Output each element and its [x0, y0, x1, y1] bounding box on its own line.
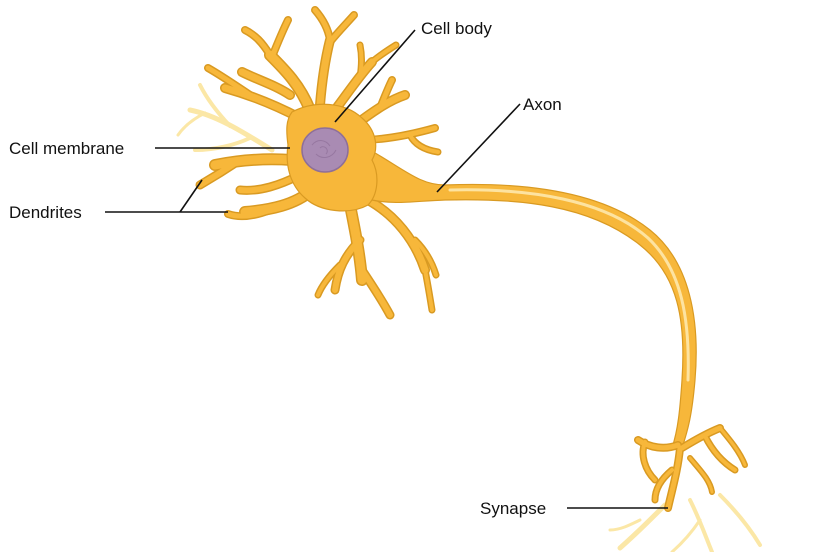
dendrite-branches	[195, 6, 442, 320]
faint-background-branches-synapse	[608, 493, 762, 552]
label-cell-membrane: Cell membrane	[9, 139, 125, 158]
label-dendrites: Dendrites	[9, 203, 82, 222]
label-cell-body: Cell body	[421, 19, 492, 38]
faint-background-branches-left	[176, 83, 275, 153]
leader-line-cell-body	[334, 29, 416, 123]
leader-line-axon	[436, 103, 521, 193]
label-synapse: Synapse	[480, 499, 547, 518]
axon-terminal-branches	[634, 424, 748, 512]
nucleus	[301, 127, 349, 173]
leader-lines	[105, 29, 668, 509]
leader-line-dendrites-branch-upper	[179, 179, 203, 213]
axon-shape	[369, 148, 697, 449]
label-axon: Axon	[523, 95, 562, 114]
